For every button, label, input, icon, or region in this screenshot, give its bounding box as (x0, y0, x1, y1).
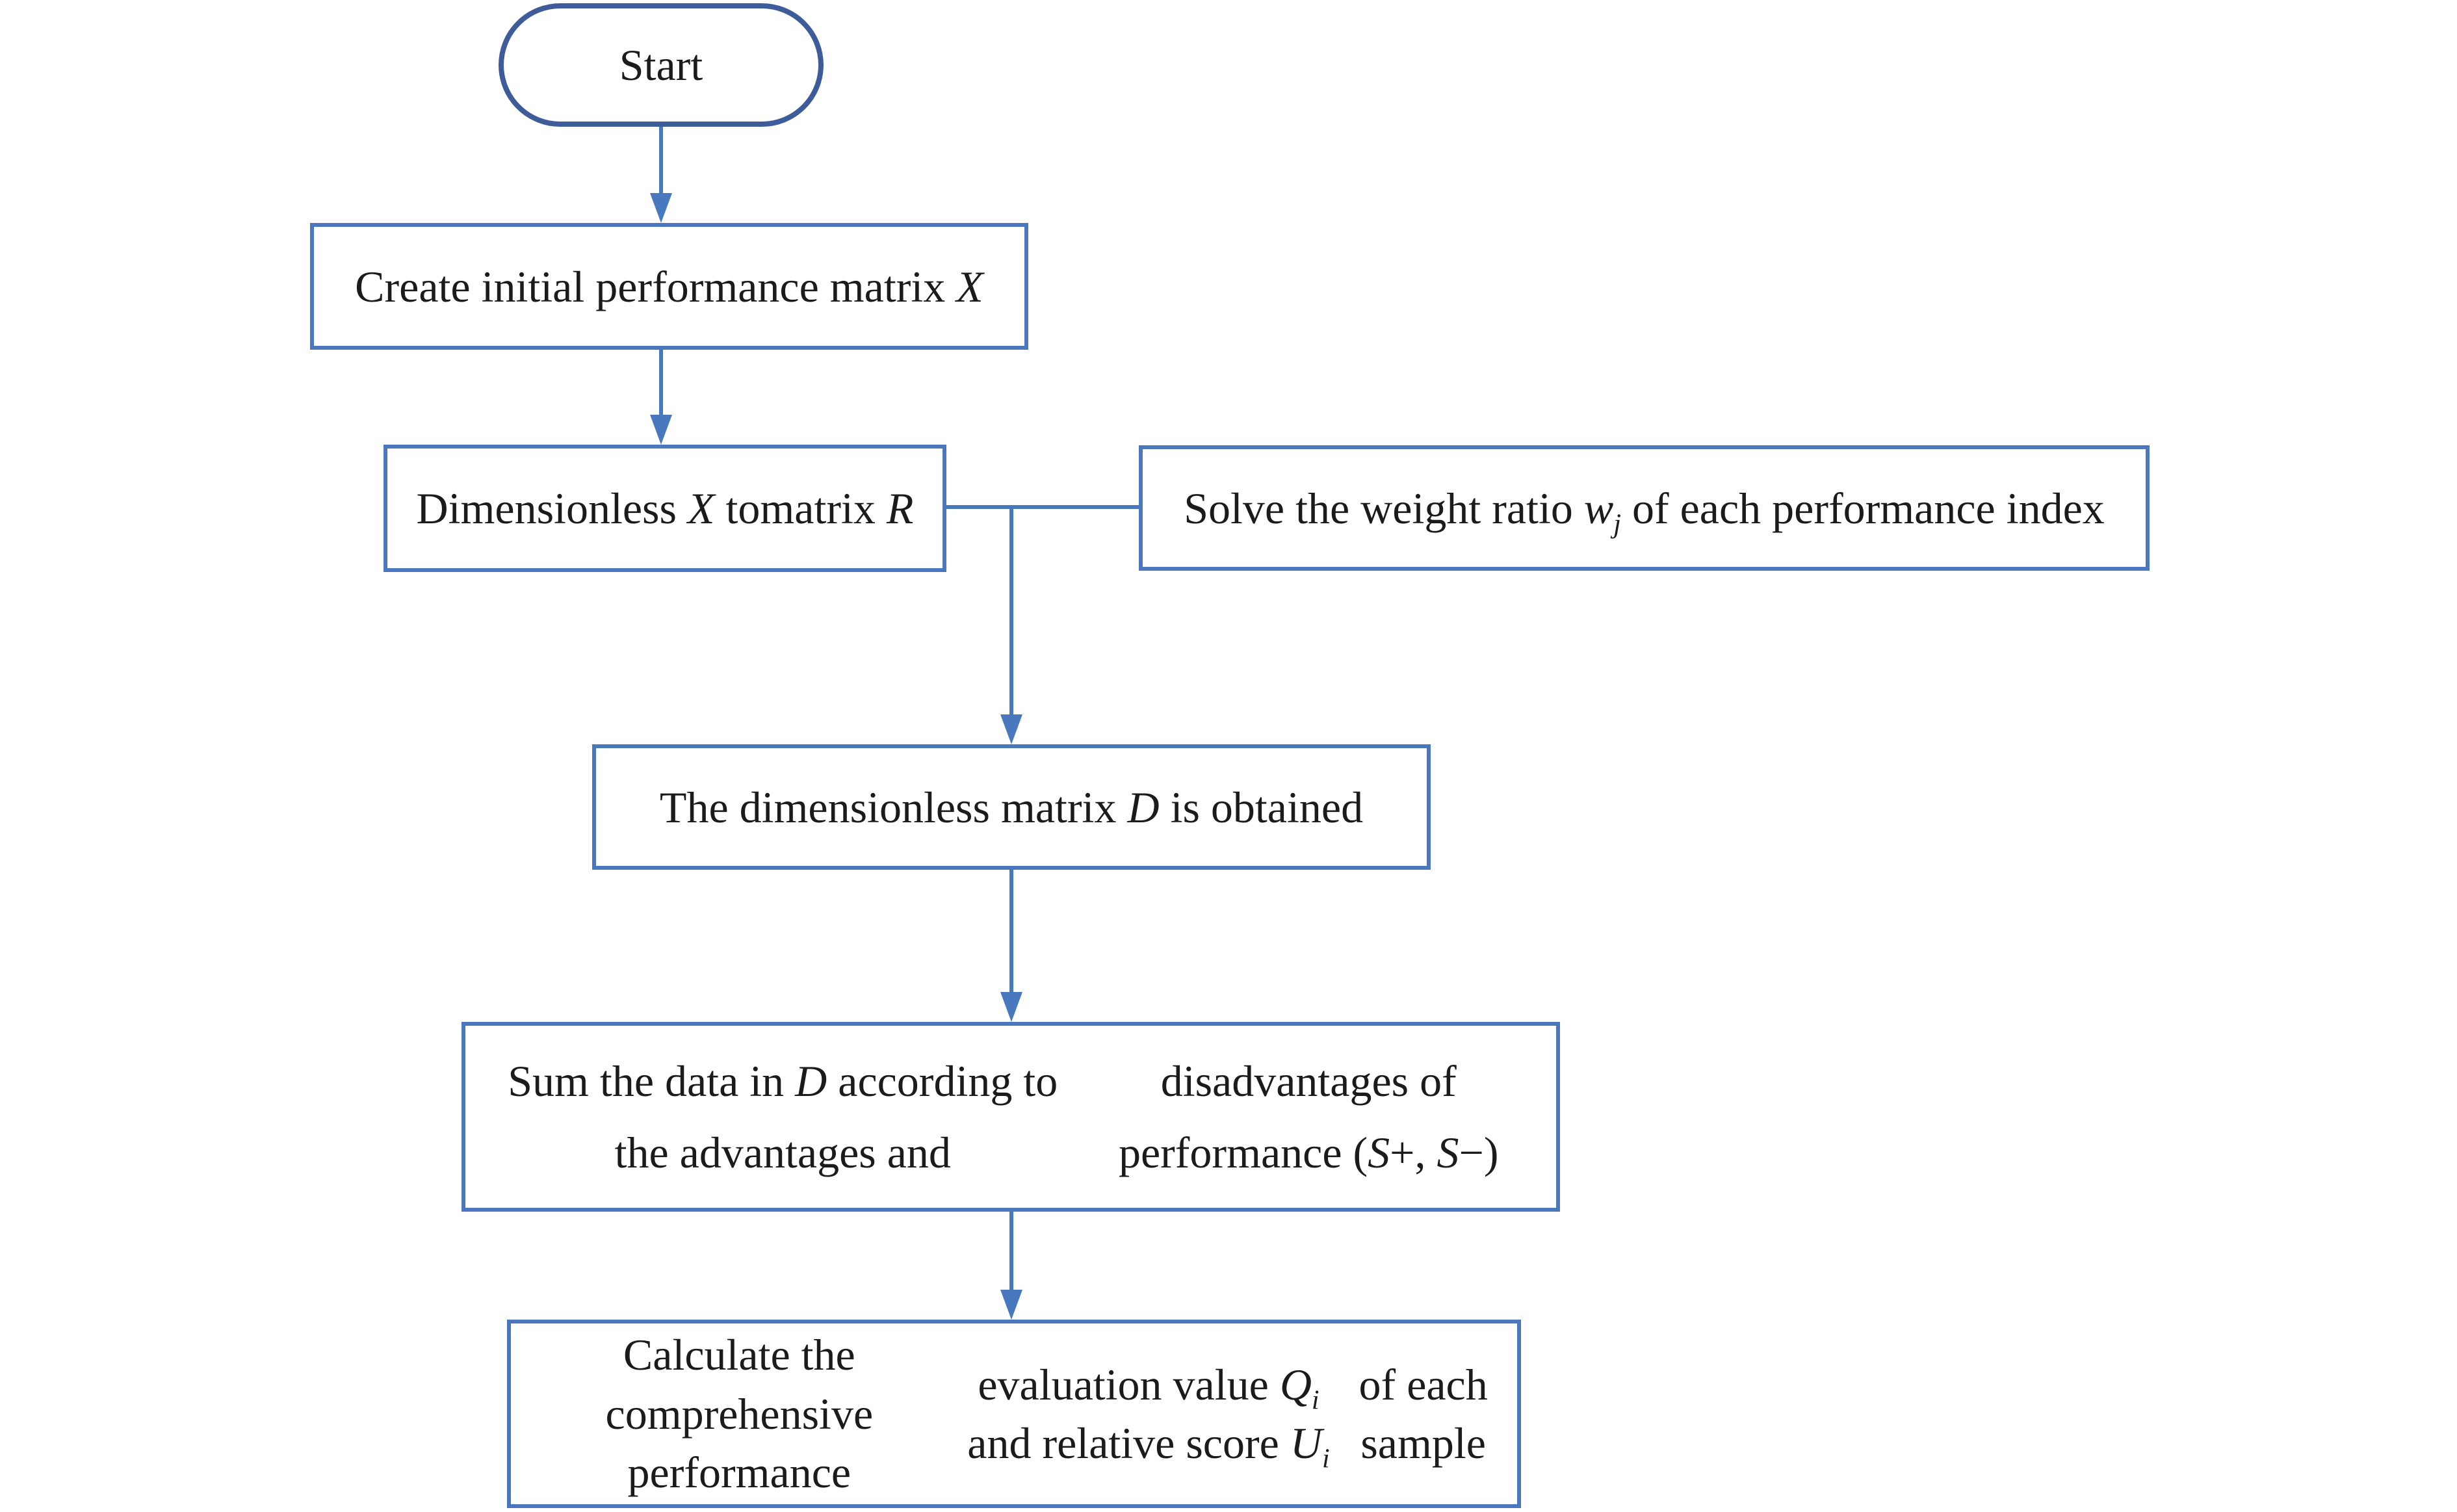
start-node-label: Start (619, 40, 703, 90)
solve-weight-ratio-node: Solve the weight ratio wj of each perfor… (1139, 445, 2150, 571)
connector-branch-to-matrix-d (1009, 505, 1013, 716)
start-node: Start (499, 3, 824, 127)
sum-data-node: Sum the data in D according to the advan… (462, 1022, 1560, 1212)
arrowhead-icon (1000, 992, 1022, 1022)
connector-matrix-d-to-sum (1009, 870, 1013, 994)
connector-dimensionless-to-solve-weight (946, 505, 1139, 509)
connector-start-to-create (659, 127, 663, 194)
create-initial-matrix-node: Create initial performance matrix X (310, 223, 1028, 350)
arrowhead-icon (650, 415, 672, 445)
connector-create-to-dimensionless (659, 350, 663, 416)
arrowhead-icon (1000, 1290, 1022, 1320)
dimensionless-matrix-d-node: The dimensionless matrix D is obtained (592, 744, 1431, 870)
connector-sum-to-calculate (1009, 1212, 1013, 1292)
arrowhead-icon (650, 193, 672, 223)
arrowhead-icon (1000, 714, 1022, 744)
